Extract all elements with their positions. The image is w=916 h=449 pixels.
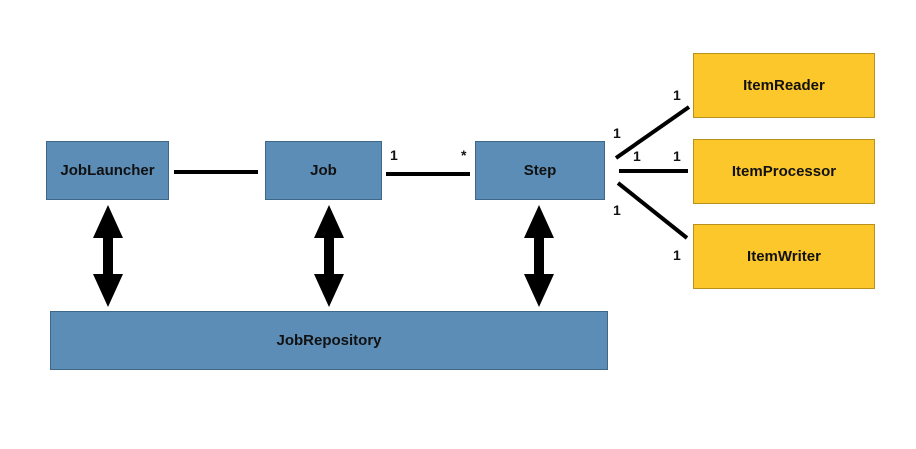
step-writer-writer-end-multiplicity: 1 bbox=[673, 247, 681, 263]
step-label: Step bbox=[523, 162, 557, 179]
item-processor-label: ItemProcessor bbox=[731, 163, 837, 180]
job-launcher-box: JobLauncher bbox=[46, 141, 169, 200]
step-processor-processor-end-multiplicity: 1 bbox=[673, 148, 681, 164]
job-repository-arrow bbox=[314, 205, 344, 307]
job-repository-label: JobRepository bbox=[276, 332, 382, 349]
job-step-job-end-multiplicity: 1 bbox=[390, 147, 398, 163]
job-repository-box: JobRepository bbox=[50, 311, 608, 370]
job-label: Job bbox=[310, 162, 337, 179]
step-writer-step-end-multiplicity: 1 bbox=[613, 202, 621, 218]
item-writer-box: ItemWriter bbox=[693, 224, 875, 289]
item-processor-box: ItemProcessor bbox=[693, 139, 875, 204]
item-writer-label: ItemWriter bbox=[747, 248, 821, 265]
job-launcher-label: JobLauncher bbox=[60, 162, 155, 179]
item-reader-box: ItemReader bbox=[693, 53, 875, 118]
step-box: Step bbox=[475, 141, 605, 200]
item-reader-label: ItemReader bbox=[743, 77, 825, 94]
step-processor-step-end-multiplicity: 1 bbox=[633, 148, 641, 164]
step-reader-reader-end-multiplicity: 1 bbox=[673, 87, 681, 103]
step-reader-line bbox=[614, 105, 691, 160]
launcher-repository-arrow bbox=[93, 205, 123, 307]
step-writer-line bbox=[616, 181, 689, 240]
job-step-step-end-multiplicity: * bbox=[461, 147, 467, 163]
step-reader-step-end-multiplicity: 1 bbox=[613, 125, 621, 141]
step-repository-arrow bbox=[524, 205, 554, 307]
job-box: Job bbox=[265, 141, 382, 200]
